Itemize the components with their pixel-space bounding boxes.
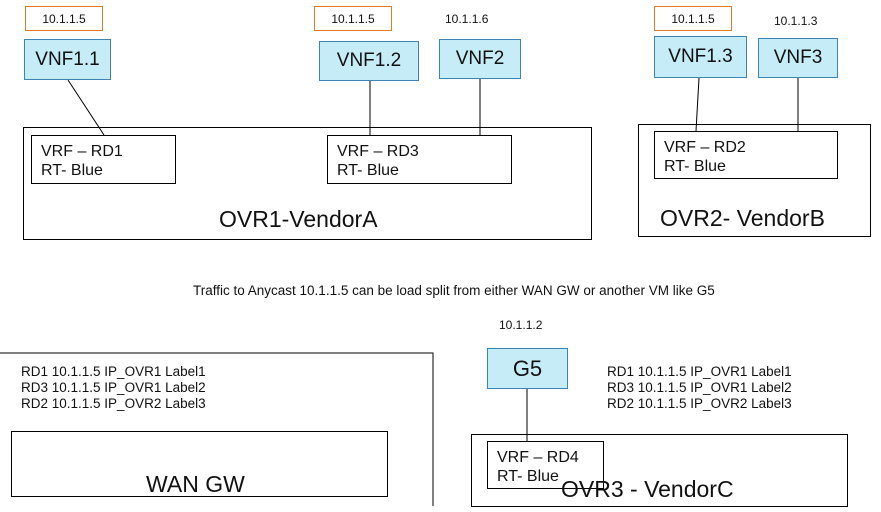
wan-gw-title: WAN GW — [146, 471, 245, 497]
ovr3-title: OVR3 - VendorC — [561, 476, 734, 502]
vrf-rd2-rt-label: RT- Blue — [664, 158, 726, 175]
wan-gw-route-table: RD1 10.1.1.5 IP_OVR1 Label1 RD3 10.1.1.5… — [21, 364, 206, 412]
vrf-rd1-box: VRF – RD1 RT- Blue — [31, 135, 176, 184]
anycast-note: Traffic to Anycast 10.1.1.5 can be load … — [193, 283, 715, 298]
vnf1-1-node: VNF1.1 — [24, 39, 111, 80]
vrf-rd4-rt-label: RT- Blue — [497, 468, 559, 485]
vrf-rd2-box: VRF – RD2 RT- Blue — [654, 131, 838, 179]
g5-node: G5 — [487, 348, 568, 389]
vnf3-ip-label: 10.1.1.3 — [774, 14, 818, 28]
ovr2-container — [638, 124, 871, 237]
vnf1-2-ip-label: 10.1.1.5 — [314, 6, 392, 31]
vnf1-3-ip-label: 10.1.1.5 — [654, 6, 732, 31]
vrf-rd2-label: VRF – RD2 — [664, 139, 746, 156]
vrf-rd3-rt-label: RT- Blue — [337, 162, 399, 179]
vnf3-node: VNF3 — [758, 38, 838, 78]
ovr2-title: OVR2- VendorB — [660, 205, 825, 231]
wan-gw-route-rd1: RD1 10.1.1.5 IP_OVR1 Label1 — [21, 364, 206, 379]
vrf-rd4-label: VRF – RD4 — [497, 449, 579, 466]
vnf1-1-ip-label: 10.1.1.5 — [25, 6, 103, 31]
wan-gw-box — [11, 431, 388, 497]
vnf1-3-node: VNF1.3 — [654, 36, 747, 78]
vnf1-2-node: VNF1.2 — [319, 41, 419, 81]
ovr3-route-table: RD1 10.1.1.5 IP_OVR1 Label1 RD3 10.1.1.5… — [607, 364, 792, 412]
vrf-rd4-box: VRF – RD4 RT- Blue — [487, 441, 604, 489]
vrf-rd3-box: VRF – RD3 RT- Blue — [327, 135, 512, 184]
ovr3-route-rd2: RD2 10.1.1.5 IP_OVR2 Label3 — [607, 396, 792, 411]
wan-gw-route-rd2: RD2 10.1.1.5 IP_OVR2 Label3 — [21, 396, 206, 411]
vrf-rd1-label: VRF – RD1 — [41, 143, 123, 160]
vnf2-ip-label: 10.1.1.6 — [445, 12, 489, 26]
ovr3-route-rd3: RD3 10.1.1.5 IP_OVR1 Label2 — [607, 380, 792, 395]
vrf-rd3-label: VRF – RD3 — [337, 143, 419, 160]
wan-gw-route-rd3: RD3 10.1.1.5 IP_OVR1 Label2 — [21, 380, 206, 395]
ovr1-container — [23, 127, 592, 240]
ovr1-title: OVR1-VendorA — [219, 206, 378, 232]
link-vnf1-3-rd2 — [695, 77, 700, 132]
g5-ip-label: 10.1.1.2 — [499, 318, 543, 332]
link-vnf1-1-rd1 — [67, 79, 105, 136]
vnf2-node: VNF2 — [439, 39, 521, 79]
ovr3-route-rd1: RD1 10.1.1.5 IP_OVR1 Label1 — [607, 364, 792, 379]
vrf-rd1-rt-label: RT- Blue — [41, 162, 103, 179]
ovr3-container — [471, 434, 848, 507]
